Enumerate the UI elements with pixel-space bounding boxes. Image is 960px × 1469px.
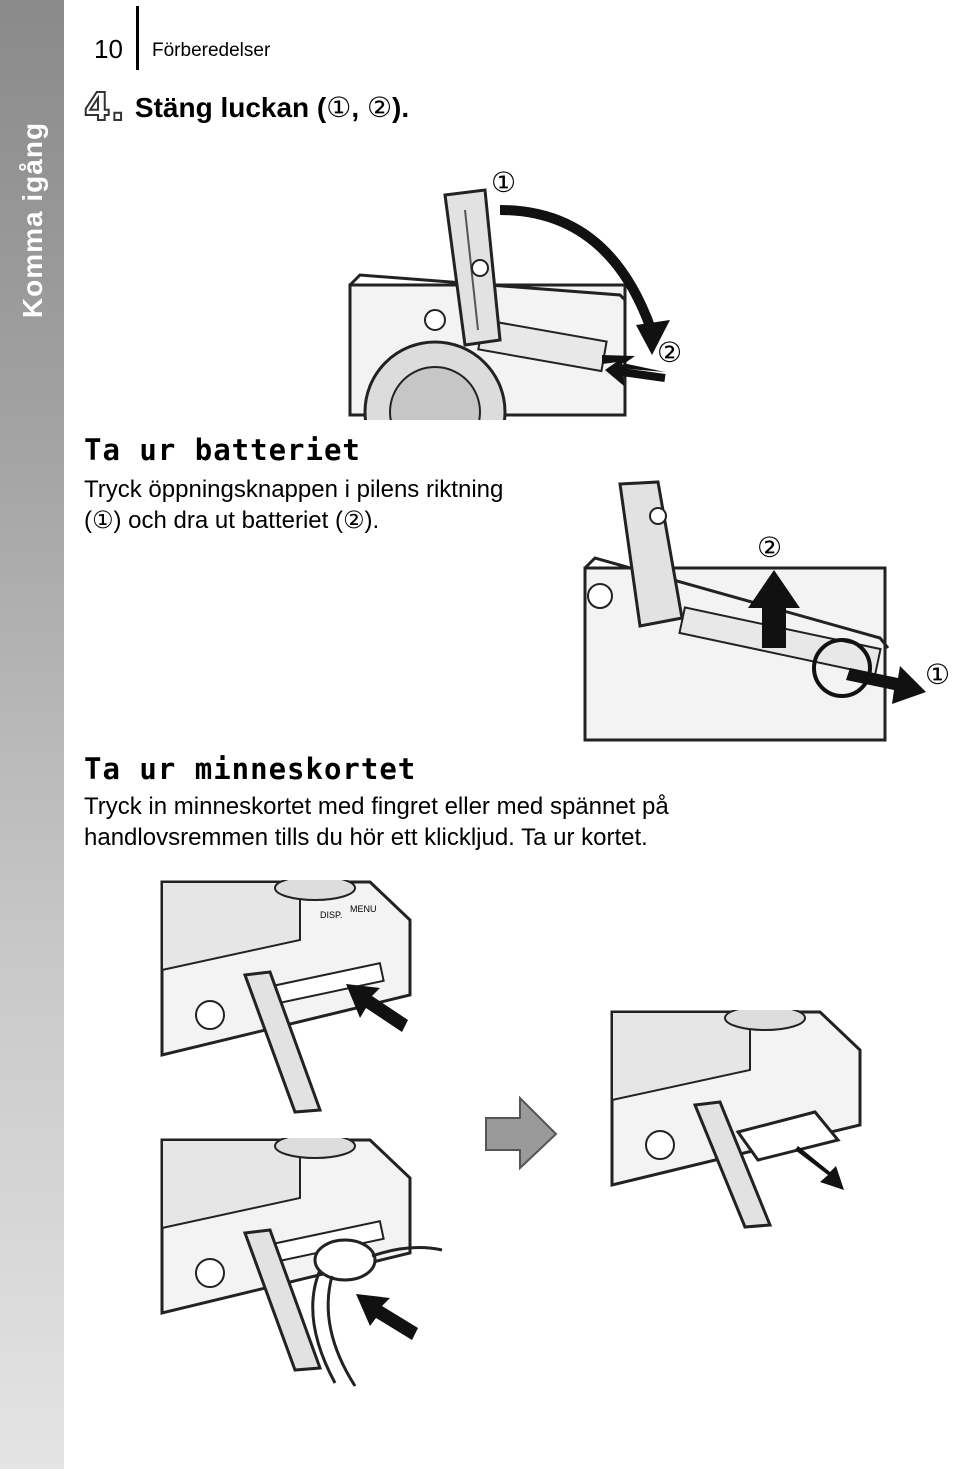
section-name: Förberedelser xyxy=(152,40,271,61)
curved-arrow-icon xyxy=(499,205,657,334)
remove-card-line-2: handlovsremmen tills du hör ett klicklju… xyxy=(84,824,648,851)
step-marker-2: ② xyxy=(366,90,393,124)
battery-marker-1: ① xyxy=(925,658,951,691)
line2-start: ( xyxy=(84,507,92,534)
page-number: 10 xyxy=(94,34,123,64)
remove-battery-line-2: (①) och dra ut batteriet (②). xyxy=(84,505,604,536)
push-arrow-icon xyxy=(346,984,408,1032)
step-4: 4. Stäng luckan (①, ②). xyxy=(83,85,409,129)
gray-transition-arrow-icon xyxy=(485,1096,558,1171)
remove-battery-heading: Ta ur batteriet xyxy=(84,433,361,467)
disp-label: DISP. xyxy=(320,910,342,920)
remove-card-heading: Ta ur minneskortet xyxy=(84,752,417,786)
line2-marker-2: ② xyxy=(342,506,365,534)
step-text-start: Stäng luckan ( xyxy=(134,91,327,123)
right-arrow-icon xyxy=(846,666,926,704)
remove-battery-illustration xyxy=(583,480,926,742)
step-text-end: ). xyxy=(392,91,410,123)
remove-card-line-1: Tryck in minneskortet med fingret eller … xyxy=(84,793,669,820)
step-number: 4. xyxy=(83,85,126,129)
close-cover-marker-1: ① xyxy=(491,166,517,199)
card-ejected-illustration xyxy=(610,1010,862,1229)
line2-marker-1: ① xyxy=(92,506,114,534)
side-tab: Komma igång xyxy=(0,0,64,1469)
step-separator: , xyxy=(351,91,367,123)
menu-label: MENU xyxy=(350,904,377,914)
line2-end: ). xyxy=(364,507,380,534)
header-divider xyxy=(136,6,139,70)
step-marker-1: ① xyxy=(326,90,352,124)
push-card-strap-illustration xyxy=(160,1138,443,1387)
push-card-finger-illustration: DISP. MENU xyxy=(160,880,412,1114)
push-arrow-icon xyxy=(602,355,665,372)
up-arrow-icon xyxy=(748,570,800,648)
remove-battery-line-1: Tryck öppningsknappen i pilens riktning xyxy=(84,476,504,503)
close-cover-marker-2: ② xyxy=(657,336,683,369)
remove-card-instructions: Tryck in minneskortet med fingret eller … xyxy=(84,791,804,853)
close-cover-illustration xyxy=(348,188,670,420)
remove-battery-instructions: Tryck öppningsknappen i pilens riktning … xyxy=(84,474,604,536)
battery-marker-2: ② xyxy=(757,531,783,564)
curved-arrow-head-icon xyxy=(636,320,670,355)
push-arrow-icon xyxy=(356,1294,418,1340)
step-text: Stäng luckan (①, ②). xyxy=(135,91,409,124)
side-tab-label-wrap: Komma igång xyxy=(10,100,56,340)
line2-middle: ) och dra ut batteriet ( xyxy=(113,507,343,534)
side-tab-label: Komma igång xyxy=(17,121,49,319)
pull-arrow-icon xyxy=(795,1146,844,1190)
